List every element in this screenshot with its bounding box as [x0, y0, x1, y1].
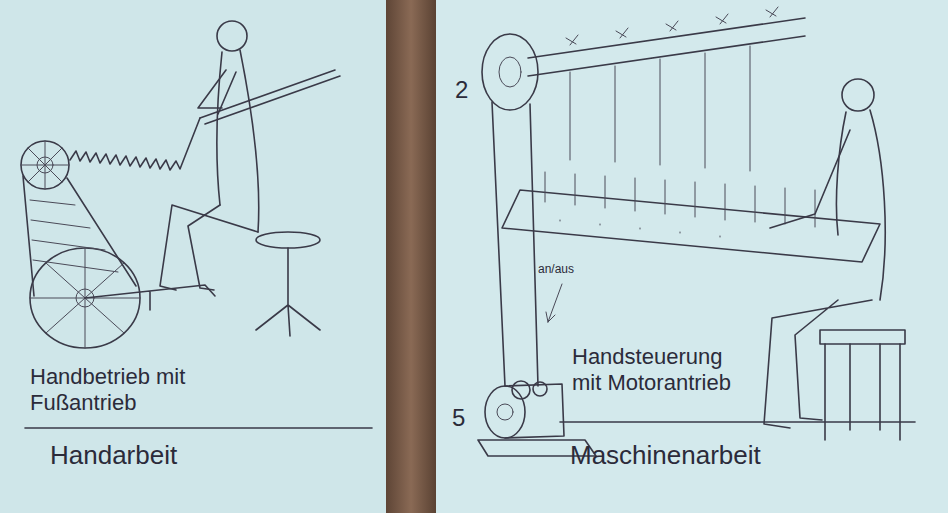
- machine-table: [502, 190, 880, 262]
- left-slide: [0, 0, 386, 513]
- pulley: [482, 34, 538, 110]
- stool: [820, 330, 905, 440]
- drive-belt: [492, 102, 538, 386]
- pulley-hub: [499, 57, 521, 87]
- belt-hatching: [30, 200, 118, 272]
- motor-end: [485, 386, 525, 438]
- switch-label: an/aus: [538, 262, 574, 276]
- underline: [25, 427, 372, 429]
- motor-pulley: [512, 381, 530, 399]
- stool-seat: [820, 330, 905, 344]
- drive-belt: [23, 176, 136, 296]
- stool: [256, 232, 320, 336]
- spinning-wheel: [21, 70, 340, 348]
- drive-shaft: [528, 18, 805, 76]
- switch-arrow: [546, 284, 562, 322]
- motor-shaft: [497, 404, 513, 420]
- legs: [160, 205, 258, 290]
- small-wheel: [21, 141, 69, 189]
- spindle-spring: [70, 118, 200, 170]
- shaft-marks: [566, 7, 778, 45]
- motor-pulley: [533, 382, 547, 396]
- head: [217, 21, 247, 51]
- right-slide: [436, 0, 948, 513]
- seated-worker: [160, 21, 259, 290]
- hanging-rods: [570, 46, 750, 171]
- stool-legs: [256, 248, 320, 336]
- underline: [560, 421, 915, 423]
- divider: [386, 0, 436, 513]
- callout-number: 5: [452, 404, 465, 433]
- torso: [836, 110, 885, 300]
- panel-title: Maschinenarbeit: [570, 440, 761, 471]
- panel-title: Handarbeit: [50, 440, 177, 471]
- torso: [217, 50, 259, 232]
- dot-row: [560, 220, 720, 237]
- needle-row: [545, 172, 815, 227]
- wheel-spokes: [21, 141, 69, 189]
- arm: [770, 130, 850, 228]
- arms: [198, 70, 236, 114]
- treadle: [85, 285, 215, 310]
- drive-caption: Handsteuerung mit Motorantrieb: [572, 344, 750, 397]
- drive-caption: Handbetrieb mit Fußantrieb: [30, 364, 220, 417]
- stool-legs: [825, 344, 900, 440]
- legs: [764, 300, 872, 428]
- stool-seat: [256, 232, 320, 248]
- callout-number: 2: [455, 76, 468, 105]
- loom-machine: [482, 7, 880, 386]
- electric-motor: [478, 284, 596, 456]
- head: [842, 79, 874, 111]
